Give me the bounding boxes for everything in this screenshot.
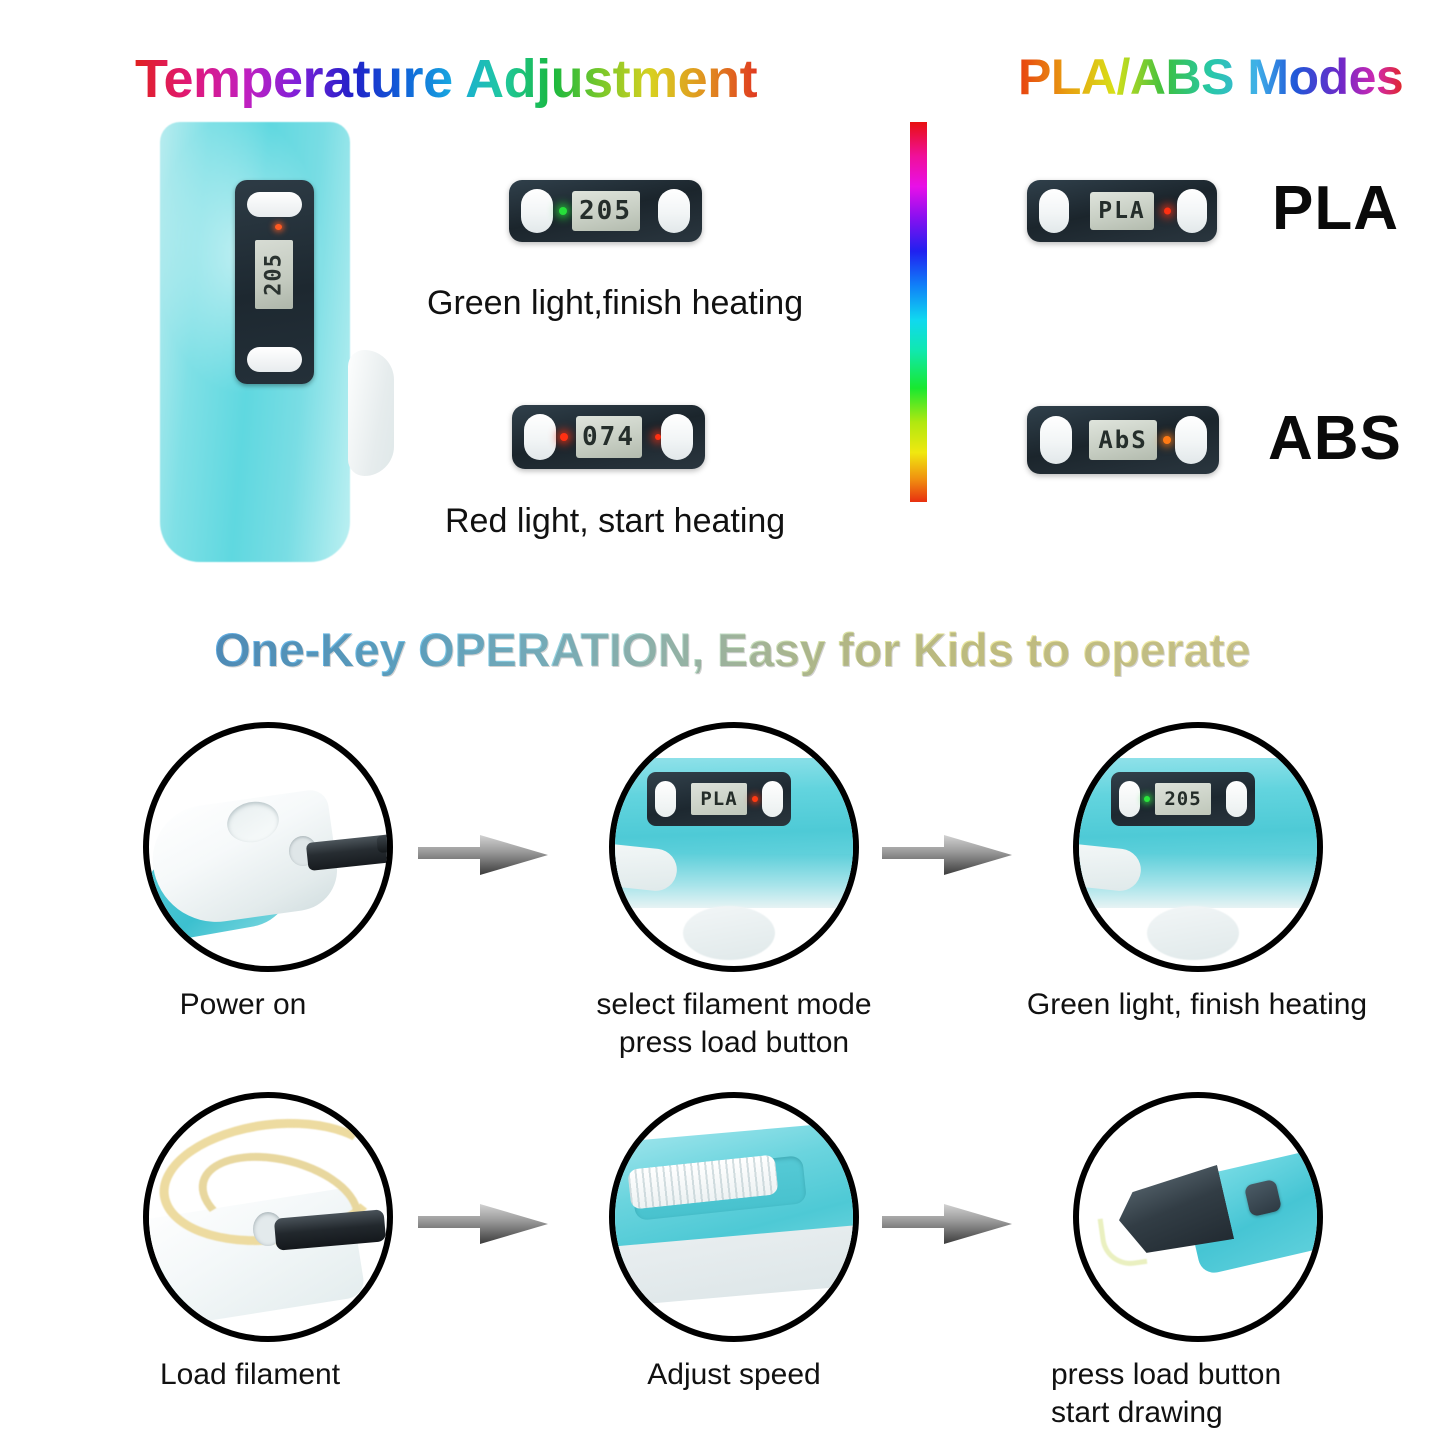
- panel-button-right: [1226, 781, 1247, 817]
- lcd-screen: 074: [575, 416, 642, 458]
- lcd-module-red-074: 074: [512, 405, 705, 469]
- power-cable: [376, 829, 387, 854]
- mode-label-pla: PLA: [1272, 174, 1399, 243]
- step-label: Green light, finish heating: [1026, 988, 1368, 1021]
- extruded-filament: [1097, 1213, 1148, 1270]
- lcd-digits: AbS: [1098, 426, 1148, 454]
- arrow-right-icon: [882, 825, 1012, 885]
- lcd-button-left: [521, 189, 553, 233]
- step-label: Adjust speed: [647, 1358, 821, 1391]
- lcd-digits: 074: [582, 422, 635, 452]
- step-image-load-filament: [143, 1092, 393, 1342]
- lcd-screen: AbS: [1089, 420, 1157, 460]
- step-load-filament: Load filament: [143, 1092, 393, 1394]
- led-orange-icon: [1163, 436, 1171, 444]
- lcd-button-right: [658, 189, 690, 233]
- lcd-button-right: [661, 414, 693, 460]
- pen-photo-lcd-screen: 205: [255, 240, 293, 309]
- panel-button-left: [655, 781, 676, 817]
- pla-abs-modes-title: PLA/ABS Modes: [1018, 49, 1404, 105]
- lcd-button-left: [1040, 416, 1072, 464]
- led-green-icon: [559, 207, 567, 215]
- pen-photo-button-up: [247, 192, 302, 217]
- step-image-power-on: [143, 722, 393, 972]
- arrow-right-icon: [418, 1194, 548, 1254]
- lcd-module-green-205: 205: [509, 180, 702, 242]
- lcd-module-pla: PLA: [1027, 180, 1217, 242]
- lcd-button-right: [1177, 189, 1207, 233]
- pen-photo-side-grip: [348, 350, 394, 476]
- lcd-screen: 205: [571, 191, 640, 231]
- panel-lcd-screen: 205: [1155, 783, 1211, 815]
- arrow-right-icon: [418, 825, 548, 885]
- arrow-right-icon: [882, 1194, 1012, 1254]
- step-power-on: Power on: [143, 722, 393, 1024]
- lcd-button-left: [1039, 189, 1069, 233]
- caption-green-light: Green light,finish heating: [427, 284, 804, 322]
- pen-stand-foot: [683, 906, 775, 960]
- pen-photo-control-panel: 205: [235, 180, 314, 384]
- panel-button-right: [762, 781, 783, 817]
- step-select-filament-mode: PLA select filament mode press load butt…: [596, 722, 872, 1063]
- led-red-icon: [752, 796, 758, 802]
- pen-photo-led-indicator: [275, 224, 282, 230]
- panel-button-left: [1119, 781, 1140, 817]
- mode-label-abs: ABS: [1268, 404, 1402, 473]
- rainbow-divider: [910, 122, 927, 502]
- step-label: select filament mode press load button: [596, 988, 872, 1060]
- step-adjust-speed: Adjust speed: [609, 1092, 859, 1394]
- step-image-adjust-speed: [609, 1092, 859, 1342]
- one-key-operation-title: One-Key OPERATION, Easy for Kids to oper…: [214, 623, 1251, 676]
- step-press-load-button-start-drawing: press load button start drawing: [1051, 1092, 1323, 1433]
- step-label: Load filament: [159, 1358, 341, 1391]
- pen-photo-button-down: [247, 347, 302, 372]
- led-red-secondary-icon: [655, 434, 661, 440]
- step-image-start-drawing: [1073, 1092, 1323, 1342]
- panel-lcd-screen: PLA: [691, 783, 747, 815]
- pen-control-panel: PLA: [647, 772, 791, 826]
- lcd-digits: PLA: [1098, 197, 1146, 224]
- led-red-icon: [560, 433, 568, 441]
- led-red-icon: [1164, 207, 1171, 215]
- step-label: Power on: [179, 988, 307, 1021]
- lcd-screen: PLA: [1090, 192, 1154, 230]
- lcd-module-abs: AbS: [1027, 406, 1219, 474]
- step-image-finish-heating: 205: [1073, 722, 1323, 972]
- temperature-adjustment-title: Temperature Adjustment: [135, 49, 758, 109]
- step-image-select-mode: PLA: [609, 722, 859, 972]
- pen-photo-lcd-value: 205: [261, 253, 287, 296]
- led-green-icon: [1144, 796, 1150, 802]
- lcd-button-left: [524, 414, 556, 460]
- caption-red-light: Red light, start heating: [445, 502, 786, 540]
- step-label: press load button start drawing: [1051, 1358, 1282, 1430]
- pen-stand-foot: [1147, 906, 1239, 960]
- step-green-light-finish-heating: 205 Green light, finish heating: [1027, 722, 1367, 1024]
- pen-control-panel: 205: [1111, 772, 1255, 826]
- lcd-digits: 205: [579, 196, 632, 226]
- pen-product-photo: 205: [152, 122, 420, 562]
- lcd-button-right: [1175, 416, 1207, 464]
